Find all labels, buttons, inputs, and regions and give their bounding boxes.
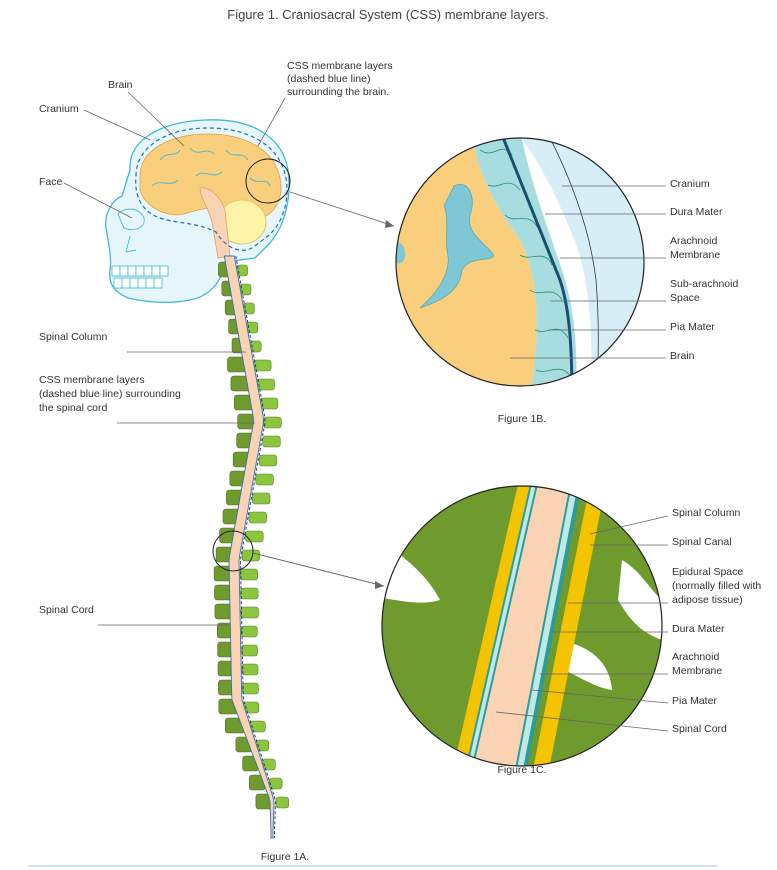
teeth xyxy=(111,265,169,289)
arrow-to-1c xyxy=(252,552,385,587)
detail-circle-spine xyxy=(212,530,254,572)
nasal-cavity xyxy=(125,235,137,253)
vertebra-process xyxy=(259,397,279,410)
label-1b-arachnoid-2: Membrane xyxy=(670,249,720,261)
label-face: Face xyxy=(39,176,63,188)
vertebra-process xyxy=(275,796,289,809)
vertebra-process xyxy=(262,435,281,448)
label-css-brain-3: surrounding the brain. xyxy=(287,86,389,98)
eye-orbit xyxy=(117,208,145,230)
caption-1a: Figure 1A. xyxy=(261,851,309,863)
vertebra-process xyxy=(241,549,261,562)
label-brain: Brain xyxy=(108,79,133,91)
label-1b-pia: Pia Mater xyxy=(670,321,715,333)
arrowhead-1c xyxy=(375,581,384,589)
label-1c-epidural-1: Epidural Space xyxy=(672,566,743,578)
circle-1c xyxy=(381,485,663,767)
label-1b-dura: Dura Mater xyxy=(670,206,723,218)
subarachnoid-1b xyxy=(470,138,577,386)
vertebra-process xyxy=(258,454,278,467)
label-1c-spinal-column: Spinal Column xyxy=(672,507,740,519)
spinal-cord-1c xyxy=(470,486,570,766)
label-css-spinal-2: (dashed blue line) surrounding xyxy=(39,388,181,400)
label-spinal-cord: Spinal Cord xyxy=(39,604,94,616)
circle-1b xyxy=(395,137,645,387)
label-1c-spinal-cord: Spinal Cord xyxy=(672,723,727,735)
vertebra-process xyxy=(239,568,259,581)
caption-1b: Figure 1B. xyxy=(498,413,546,425)
bone-gap-right-2 xyxy=(560,640,612,690)
vertebra-process xyxy=(240,587,259,600)
label-1b-arachnoid-1: Arachnoid xyxy=(670,235,717,247)
caption-1c: Figure 1C. xyxy=(497,764,546,776)
vertebra-process xyxy=(263,416,282,429)
detail-circle-brain xyxy=(245,158,291,204)
figure-1a: Brain Cranium Face CSS membrane layers (… xyxy=(39,60,395,863)
vertebra-process xyxy=(241,663,259,676)
vertebra-process xyxy=(248,511,267,524)
label-1c-epidural-2: (normally filled with xyxy=(672,580,761,592)
label-1b-brain: Brain xyxy=(670,350,695,362)
arrow-to-1b xyxy=(289,191,395,227)
bone-gap-right-1 xyxy=(618,560,662,640)
label-1b-subarachnoid-1: Sub-arachnoid xyxy=(670,278,738,290)
vertebra-process xyxy=(245,530,264,543)
arachnoid-web xyxy=(479,148,573,379)
figure-title: Figure 1. Craniosacral System (CSS) memb… xyxy=(227,7,549,22)
membrane-left-inner-1c xyxy=(466,486,536,766)
ventricle-1b xyxy=(419,183,495,309)
label-css-spinal-3: the spinal cord xyxy=(39,402,107,414)
vertebra-process xyxy=(241,644,258,657)
spinal-membrane-dashed xyxy=(235,255,276,838)
label-1b-subarachnoid-2: Space xyxy=(670,292,700,304)
figure-1c: Spinal Column Spinal Canal Epidural Spac… xyxy=(381,485,761,776)
label-1c-pia: Pia Mater xyxy=(672,695,717,707)
vertebra-process xyxy=(268,777,283,790)
label-css-brain-2: (dashed blue line) xyxy=(287,73,370,85)
vertebra-process xyxy=(242,682,259,695)
vertebral-column xyxy=(213,261,289,810)
label-css-spinal-1: CSS membrane layers xyxy=(39,374,145,386)
vertebra-process xyxy=(240,606,259,619)
dura-line-1b xyxy=(498,138,574,386)
brain-membrane-dashed xyxy=(135,127,288,251)
canal-right-1c xyxy=(532,486,606,766)
label-cranium: Cranium xyxy=(39,103,79,115)
vertebra-process xyxy=(255,473,274,486)
brainstem xyxy=(199,187,231,259)
label-1c-arachnoid-1: Arachnoid xyxy=(672,651,719,663)
brain-sulci xyxy=(151,147,271,187)
label-1c-epidural-3: adipose tissue) xyxy=(672,594,743,606)
label-css-brain-1: CSS membrane layers xyxy=(287,60,393,72)
label-spinal-column: Spinal Column xyxy=(39,331,107,343)
arrowhead-1b xyxy=(385,220,394,228)
vertebra-process xyxy=(252,492,271,505)
label-1c-dura: Dura Mater xyxy=(672,623,725,635)
figure-1b: Cranium Dura Mater Arachnoid Membrane Su… xyxy=(395,137,738,425)
spinal-cord-shape xyxy=(223,255,275,839)
label-1c-arachnoid-2: Membrane xyxy=(672,665,722,677)
label-1c-spinal-canal: Spinal Canal xyxy=(672,536,732,548)
vertebra-process xyxy=(256,378,275,391)
membrane-right-inner-1c xyxy=(516,486,578,766)
vertebra-process xyxy=(241,625,258,638)
label-1b-cranium: Cranium xyxy=(670,178,710,190)
ventricle-small-1b xyxy=(396,242,406,264)
